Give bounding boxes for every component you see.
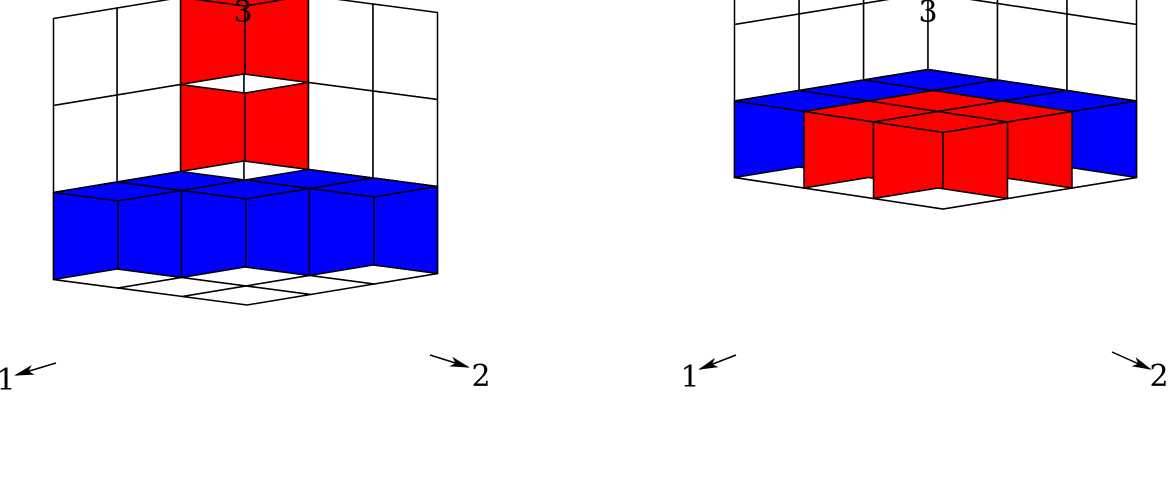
axis-2-arrow	[1111, 351, 1152, 370]
right-figure: 1 2 3	[680, 0, 1169, 395]
axis-3-label: 3	[918, 0, 937, 30]
wall-cell	[1066, 13, 1138, 102]
wall-cell	[733, 13, 800, 102]
wall-cell	[372, 3, 439, 101]
wall-cell	[307, 0, 374, 92]
axis-1-label: 1	[0, 363, 16, 398]
axis-2-label: 2	[1149, 359, 1168, 394]
wall-cell	[116, 0, 182, 96]
wall-cell	[372, 90, 439, 188]
axis-1-arrow	[14, 362, 57, 376]
axis-2-label: 2	[471, 359, 490, 394]
wall-cell	[52, 94, 118, 194]
wall-cell	[116, 83, 182, 183]
axis-1-label: 1	[680, 360, 699, 395]
right-figure-faces	[733, 0, 1138, 210]
axis-1-arrow	[698, 354, 737, 370]
floor-cell	[181, 285, 312, 306]
left-figure: 1 2 3	[0, 0, 491, 398]
left-figure-faces	[52, 0, 439, 306]
axis-2-arrow	[429, 354, 470, 368]
wall-cell	[307, 81, 374, 179]
wall-cell	[52, 7, 118, 107]
wall-cell	[996, 2, 1068, 92]
wall-cell	[927, 0, 999, 81]
floor-cell	[872, 187, 1009, 210]
wall-cell	[798, 2, 865, 92]
axis-3-label: 3	[233, 0, 252, 30]
